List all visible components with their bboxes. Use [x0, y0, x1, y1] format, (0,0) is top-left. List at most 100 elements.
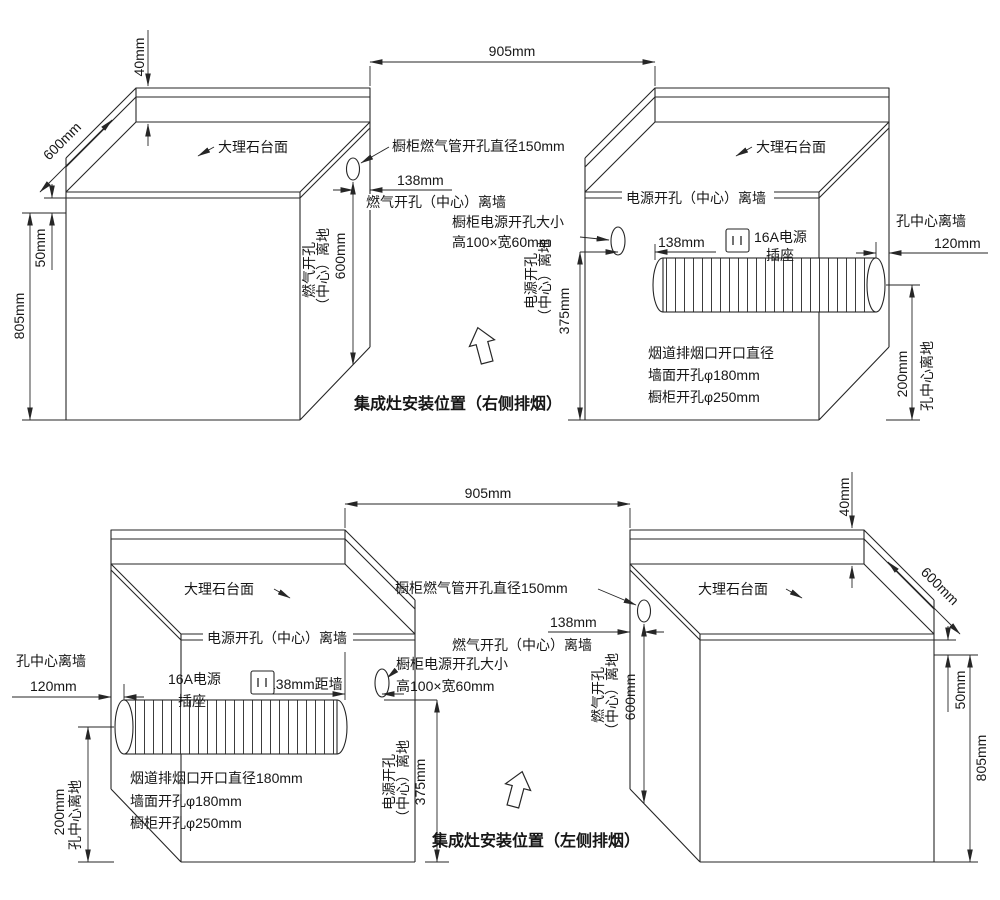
install-title-bottom: 集成灶安装位置（左侧排烟） [431, 831, 640, 850]
power-wall-label: 电源开孔（中心）离墙 [207, 630, 347, 646]
flue-floor-label: 孔中心离地 [919, 341, 935, 411]
socket-label-1: 16A电源 [754, 229, 807, 245]
marble-leader-right [785, 588, 803, 599]
dim-power-floor [384, 699, 449, 863]
exhaust-duct [652, 257, 886, 313]
socket-label-2: 插座 [766, 247, 794, 263]
flue-note-2: 墙面开孔φ180mm [130, 793, 242, 809]
flue-wall-label: 孔中心离墙 [896, 213, 966, 229]
gas-floor-dim: 600mm [332, 233, 348, 280]
counter-height-label: 805mm [973, 735, 989, 782]
dim-gap-width [344, 501, 631, 528]
power-size-line1: 橱柜电源开孔大小 [396, 656, 508, 672]
stove-position-arrow [468, 326, 496, 365]
gas-floor-label-2: （中心）离地 [315, 228, 331, 312]
gas-wall-label: 燃气开孔（中心）离墙 [366, 194, 506, 210]
power-size-line1: 橱柜电源开孔大小 [452, 214, 564, 230]
gas-hole-ellipse [345, 157, 361, 181]
marble-leader-left [197, 146, 215, 157]
flue-wall-dim: 120mm [934, 235, 981, 251]
gas-wall-label: 燃气开孔（中心）离墙 [452, 637, 592, 653]
stove-position-arrow [504, 770, 532, 809]
depth-label: 600mm [918, 564, 962, 608]
marble-leader-left [273, 588, 291, 599]
gas-hole-note: 橱柜燃气管开孔直径150mm [395, 580, 568, 596]
dim-power-floor [568, 251, 594, 421]
install-title-top: 集成灶安装位置（右侧排烟） [353, 394, 562, 413]
duct-opening [114, 699, 134, 755]
power-floor-label-1: 电源开孔 [381, 754, 397, 810]
gas-hole-leader [597, 588, 637, 606]
dim-flue-wall-offset [856, 242, 988, 258]
marble-label-right: 大理石台面 [698, 581, 768, 597]
power-hole-ellipse [374, 668, 390, 698]
dim-depth-line [39, 119, 113, 193]
power-floor-label-1: 电源开孔 [523, 253, 539, 309]
marble-label-left: 大理石台面 [218, 139, 288, 155]
exhaust-duct [114, 699, 348, 755]
flue-note-3: 橱柜开孔φ250mm [130, 815, 242, 831]
backsplash-height-label: 40mm [836, 478, 852, 517]
power-offset-label: 138mm距墙 [268, 676, 343, 692]
backsplash-height-label: 40mm [131, 38, 147, 77]
flue-wall-label: 孔中心离墙 [16, 653, 86, 669]
duct-opening [866, 257, 886, 313]
power-floor-dim: 375mm [556, 288, 572, 335]
flue-wall-dim: 120mm [30, 678, 77, 694]
flue-floor-dim: 200mm [894, 351, 910, 398]
flue-note-3: 橱柜开孔φ250mm [648, 389, 760, 405]
right-cabinet-outline [629, 529, 935, 863]
dim-power-wall-offset [266, 652, 404, 700]
socket-label-1: 16A电源 [168, 671, 221, 687]
flue-note-1: 烟道排烟口开口直径180mm [130, 770, 303, 786]
gas-floor-label-2: （中心）离地 [604, 653, 620, 737]
power-floor-label-2: （中心）离地 [537, 239, 553, 323]
label-backplate [622, 190, 774, 206]
socket-icon [250, 670, 275, 695]
counter-height-label: 805mm [11, 293, 27, 340]
flue-floor-label: 孔中心离地 [67, 780, 83, 850]
dim-depth-line [887, 561, 961, 635]
marble-label-left: 大理石台面 [184, 581, 254, 597]
label-backplate [362, 194, 504, 210]
marble-leader-right [735, 146, 753, 157]
power-size-line2: 高100×宽60mm [452, 234, 550, 250]
power-wall-label: 电源开孔（中心）离墙 [626, 190, 766, 206]
power-offset-label: 138mm [658, 234, 705, 250]
dim-flue-floor [886, 284, 920, 421]
gas-offset-label: 138mm [550, 614, 597, 630]
label-backplate [203, 630, 353, 646]
power-hole-ellipse [610, 226, 626, 256]
dim-gap-width [369, 59, 656, 86]
depth-label: 600mm [40, 119, 84, 163]
gap-width-label: 905mm [489, 43, 536, 59]
flue-note-1: 烟道排烟口开口直径 [648, 345, 774, 361]
counter-thickness-label: 50mm [952, 671, 968, 710]
dim-counter-height [22, 212, 66, 421]
bottom-diagram: 905mm 40mm 600mm 50mm 805mm 大理石台面 大理石台面 … [12, 472, 989, 863]
dim-flue-floor [78, 726, 114, 863]
dim-flue-wall-offset [12, 684, 144, 700]
marble-label-right: 大理石台面 [756, 139, 826, 155]
dim-counter-height [934, 654, 978, 863]
power-size-line2: 高100×宽60mm [396, 678, 494, 694]
gas-offset-label: 138mm [397, 172, 444, 188]
gap-width-label: 905mm [465, 485, 512, 501]
top-diagram: 905mm 40mm 600mm 50mm 805mm 大理石台面 大理石台面 … [11, 30, 988, 421]
counter-thickness-label: 50mm [32, 229, 48, 268]
gas-floor-label-1: 燃气开孔 [301, 242, 317, 298]
power-floor-dim: 375mm [412, 759, 428, 806]
gas-hole-ellipse [636, 599, 652, 623]
power-floor-label-2: （中心）离地 [395, 740, 411, 824]
left-cabinet-outline [110, 529, 416, 863]
flue-note-2: 墙面开孔φ180mm [648, 367, 760, 383]
socket-label-2: 插座 [178, 693, 206, 709]
label-backplate [448, 637, 594, 653]
flue-floor-dim: 200mm [51, 789, 67, 836]
socket-icon [725, 228, 750, 253]
gas-floor-label-1: 燃气开孔 [590, 667, 606, 723]
gas-hole-leader [360, 146, 390, 164]
power-hole-leader [579, 235, 610, 242]
